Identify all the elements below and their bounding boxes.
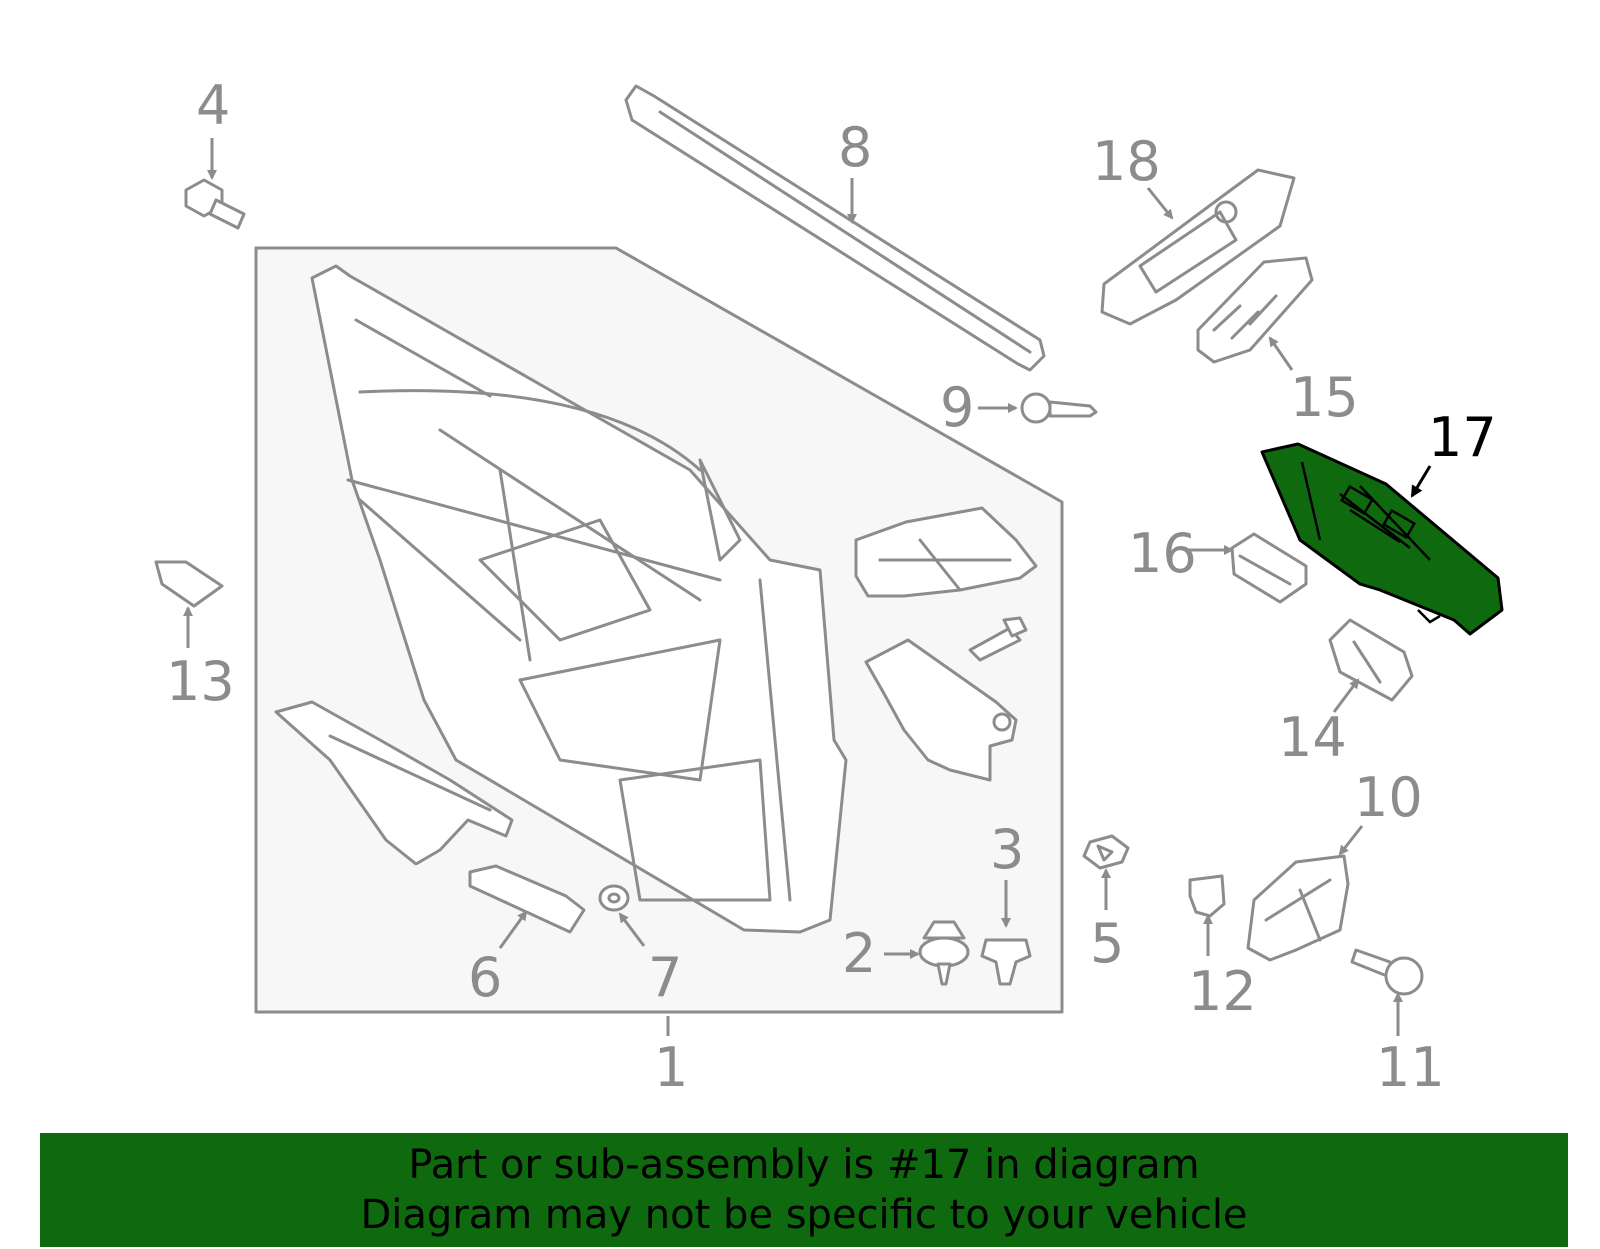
weatherstrip-part-8 — [624, 84, 1046, 372]
bolt-part-4 — [184, 178, 246, 230]
highlighted-switch-panel-part-17 — [1260, 442, 1504, 636]
callout-1: 1 — [654, 1036, 688, 1099]
leader-lines — [183, 138, 1432, 1036]
callout-6: 6 — [468, 946, 502, 1009]
callout-3: 3 — [990, 818, 1024, 881]
screw-part-11 — [1350, 948, 1424, 996]
door-trim-panel-part-1 — [254, 246, 1064, 1014]
bracket-part-12 — [1188, 874, 1226, 918]
switch-part-15 — [1196, 256, 1314, 364]
leader-6 — [498, 910, 528, 949]
handle-bracket-part-10 — [1246, 854, 1350, 962]
leader-7 — [618, 912, 646, 947]
callout-17: 17 — [1428, 406, 1497, 469]
switch-bezel-part-18 — [1100, 168, 1296, 326]
callout-12: 12 — [1188, 960, 1257, 1023]
callout-5: 5 — [1090, 912, 1124, 975]
clip-part-14 — [1328, 618, 1414, 702]
connector-part-16 — [1230, 532, 1308, 604]
leader-15 — [1268, 336, 1294, 371]
callout-15: 15 — [1290, 366, 1359, 429]
callout-2: 2 — [842, 922, 876, 985]
banner-line-2: Diagram may not be specific to your vehi… — [360, 1192, 1248, 1238]
leader-10 — [1338, 825, 1364, 856]
callout-10: 10 — [1354, 766, 1423, 829]
nut-part-5 — [1082, 834, 1130, 870]
leader-14 — [1332, 678, 1360, 713]
inner-bracket-upper — [854, 506, 1038, 598]
inner-bracket-lower — [864, 638, 1018, 782]
callout-13: 13 — [166, 650, 235, 713]
callout-11: 11 — [1376, 1036, 1445, 1099]
leader-18 — [1146, 187, 1174, 220]
banner-line-1: Part or sub-assembly is #17 in diagram — [408, 1142, 1200, 1188]
push-clip-part-2 — [918, 920, 970, 986]
lower-trim-piece — [274, 700, 514, 866]
bolt-small — [968, 616, 1028, 662]
callout-4: 4 — [196, 74, 230, 137]
callout-16: 16 — [1128, 522, 1197, 585]
callout-9: 9 — [940, 376, 974, 439]
callout-14: 14 — [1278, 706, 1347, 769]
screw-part-9 — [1020, 392, 1098, 424]
info-banner: Part or sub-assembly is #17 in diagram D… — [40, 1133, 1568, 1247]
callout-7: 7 — [648, 946, 682, 1009]
callout-18: 18 — [1092, 130, 1161, 193]
strip-part-6 — [468, 864, 586, 934]
bracket-part-13 — [154, 560, 224, 608]
leader-17 — [1410, 465, 1432, 498]
callout-8: 8 — [838, 116, 872, 179]
washer-part-7 — [598, 884, 630, 912]
clip-part-3 — [980, 938, 1032, 986]
